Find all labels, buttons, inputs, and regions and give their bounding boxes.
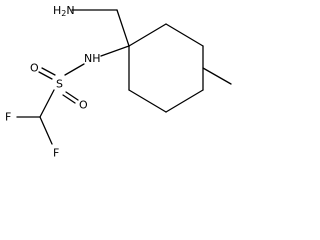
bond-c1-nh [100, 45, 130, 57]
bond-nh-s [64, 63, 85, 76]
bond-s-o-right-b [62, 94, 76, 104]
bond-c5-c6 [128, 89, 167, 113]
oxygen-left-label: O [30, 62, 39, 75]
bond-c1-ch2 [116, 9, 130, 47]
fluorine-right-label: F [53, 147, 59, 160]
chemical-structure: H2N NH S O O F F [5, 4, 232, 160]
amine-label: H2N [53, 4, 75, 18]
bond-methyl [202, 67, 232, 85]
bond-c2-c3 [165, 23, 204, 47]
bond-c4-c5 [165, 89, 204, 113]
sulfur-label: S [56, 78, 63, 91]
oxygen-right-label: O [79, 99, 88, 112]
sulfonamide-nh-label: NH [84, 52, 101, 65]
bond-c1-c2 [128, 23, 167, 47]
bond-s-o-right-a [65, 91, 79, 101]
bond-c-f-right [39, 116, 53, 145]
bond-s-o-left-a [41, 67, 56, 76]
bond-s-chf2 [39, 89, 55, 118]
fluorine-left-label: F [5, 111, 11, 124]
cyclohexane-ring [128, 23, 204, 113]
bond-s-o-left-b [38, 71, 53, 80]
